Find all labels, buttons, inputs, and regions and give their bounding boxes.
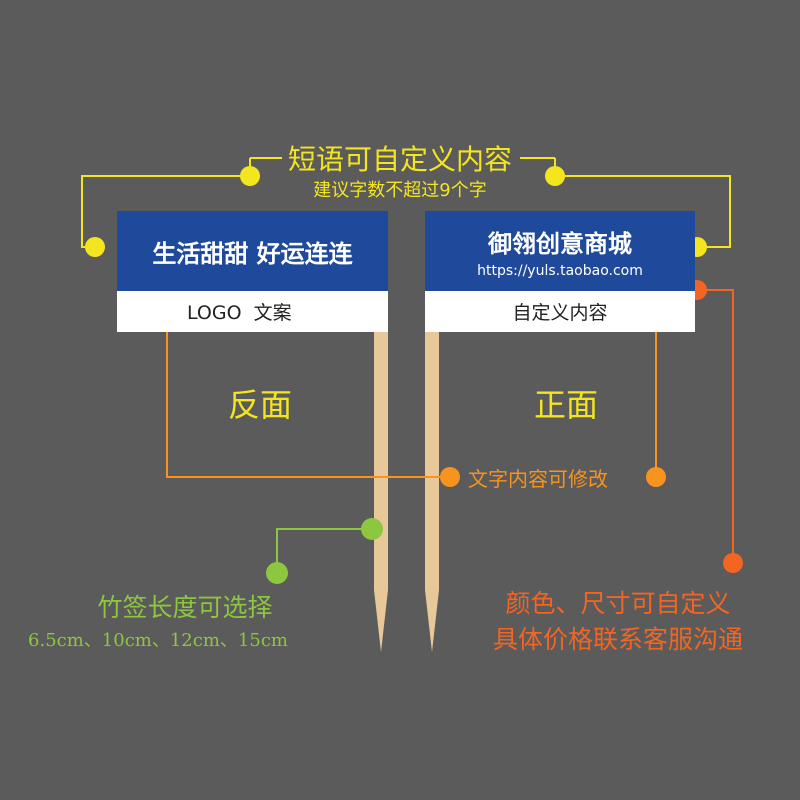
front-flag-white-panel: 自定义内容 (425, 291, 695, 332)
orange-dot-note-right (646, 467, 666, 487)
orange-connector-left (166, 312, 450, 478)
back-side-label: 反面 (227, 386, 292, 424)
green-dot-stick (361, 518, 383, 540)
header-subtitle: 建议字数不超过9个字 (313, 180, 487, 201)
yellow-connector-right (555, 175, 731, 248)
yellow-dot-left-flag (85, 237, 105, 257)
front-flag-url: https://yuls.taobao.com (477, 262, 643, 279)
left-bamboo-stick (374, 332, 388, 652)
stick-length-note: 竹签长度可选择 (97, 593, 273, 622)
header-title: 短语可自定义内容 (287, 143, 512, 176)
front-flag-shop-name: 御翎创意商城 (488, 229, 632, 258)
front-side-label: 正面 (533, 386, 598, 424)
yellow-dot-top-left (240, 166, 260, 186)
green-dot-note (266, 562, 288, 584)
yellow-dot-top-right (545, 166, 565, 186)
back-flag-white-text: LOGO 文案 (187, 302, 292, 324)
orange-dot-note-left (440, 467, 460, 487)
customization-note-line2: 具体价格联系客服沟通 (492, 625, 743, 654)
back-flag-white-panel: LOGO 文案 (117, 291, 388, 332)
editable-text-note: 文字内容可修改 (468, 467, 608, 491)
green-connector (276, 528, 372, 573)
front-flag-blue-panel: 御翎创意商城 https://yuls.taobao.com (425, 211, 695, 291)
customization-note-line1: 颜色、尺寸可自定义 (505, 589, 731, 618)
red-orange-connector (697, 289, 734, 563)
back-flag-blue-panel: 生活甜甜 好运连连 (117, 211, 388, 291)
back-flag-blue-text: 生活甜甜 好运连连 (152, 239, 353, 268)
red-orange-dot-note (723, 553, 743, 573)
right-bamboo-stick (425, 332, 439, 652)
front-flag-white-text: 自定义内容 (512, 302, 608, 324)
stick-sizes-note: 6.5cm、10cm、12cm、15cm (28, 630, 288, 651)
